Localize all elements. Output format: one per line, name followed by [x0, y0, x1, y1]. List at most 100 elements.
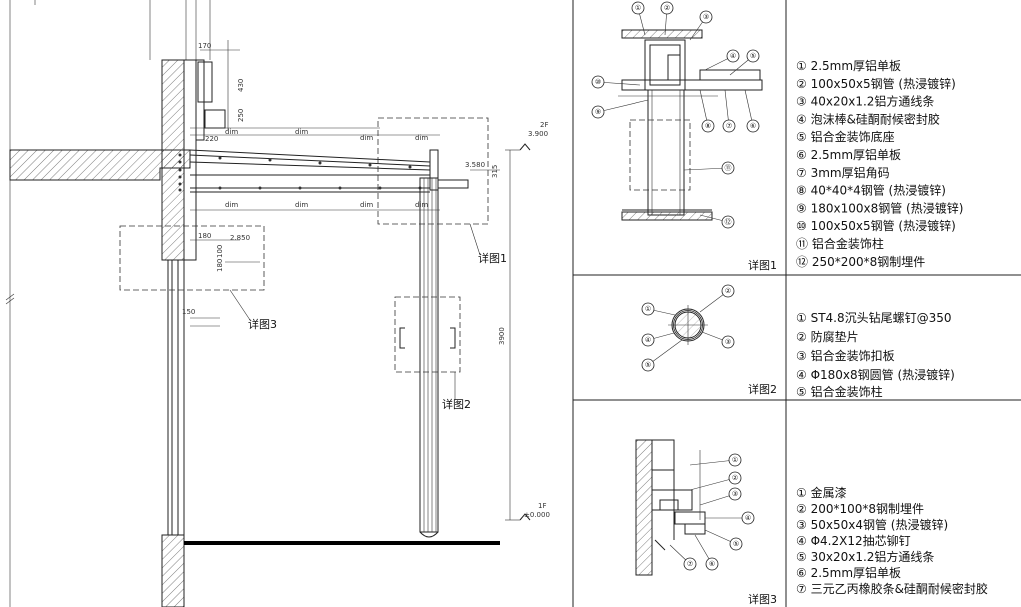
svg-text:③: ③: [732, 490, 738, 498]
svg-text:⑤: ⑤: [750, 52, 756, 60]
detail1-callout-circle: ③: [689, 10, 713, 41]
detail3-callout-circle: ⑦: [669, 544, 697, 571]
detail1-callout-circle: ②: [660, 1, 674, 36]
d2-item: ⑤ 铝合金装饰柱: [796, 384, 883, 399]
d3-item: ⑥ 2.5mm厚铝单板: [796, 565, 901, 580]
d2-item: ① ST4.8沉头钻尾螺钉@350: [796, 310, 952, 325]
detail3-callout-circle: ⑤: [704, 529, 743, 551]
d1-item: ① 2.5mm厚铝单板: [796, 58, 901, 73]
detail3-callout-circle: ②: [689, 471, 742, 491]
level-2f-label: 2F: [540, 121, 548, 129]
dim-220: 220: [205, 135, 218, 143]
detail3-callout-circle: ③: [699, 487, 742, 506]
callout-label-1: 详图1: [478, 251, 507, 265]
d3-item: ② 200*100*8钢制埋件: [796, 502, 924, 516]
dim-dim-h: dim: [415, 201, 428, 209]
detail1-callout-circle: ⑨: [591, 99, 649, 119]
detail3-callout-circle: ⑥: [694, 534, 719, 571]
detail-table: [572, 0, 1021, 607]
detail1-callout-circle: ⑫: [699, 214, 735, 229]
dim-250: 250: [237, 109, 245, 122]
svg-text:⑨: ⑨: [595, 108, 601, 116]
d1-item: ⑥ 2.5mm厚铝单板: [796, 147, 901, 162]
dim-100: 100: [216, 245, 224, 258]
callout-label-2: 详图2: [442, 397, 471, 411]
d1-item: ④ 泡沫棒&硅酮耐候密封胶: [796, 111, 940, 126]
callout-box-3: [119, 225, 265, 291]
wall-column: [161, 59, 185, 261]
svg-text:③: ③: [725, 338, 731, 346]
detail3-drawing: ① ② ③ ④ ⑤ ⑥ ⑦ 详图3: [635, 439, 777, 606]
svg-text:①: ①: [732, 456, 738, 464]
svg-text:⑦: ⑦: [687, 560, 693, 568]
detail2-callout-circle: ②: [699, 284, 735, 313]
callout-label-3: 详图3: [248, 317, 277, 331]
detail1-callout-circle: ⑩: [591, 75, 641, 89]
svg-text:⑥: ⑥: [709, 560, 715, 568]
dim-150: 150: [182, 308, 195, 316]
detail1-title: 详图1: [748, 258, 777, 272]
dim-dim-f: dim: [295, 201, 308, 209]
dim-dim-b: dim: [295, 128, 308, 136]
d3-item: ① 金属漆: [796, 485, 847, 500]
d1-item: ⑪ 铝合金装饰柱: [796, 236, 884, 251]
d1-item: ⑨ 180x100x8钢管 (热浸镀锌): [796, 200, 963, 215]
svg-text:②: ②: [725, 287, 731, 295]
dim-170: 170: [198, 42, 211, 50]
detail3-title: 详图3: [748, 592, 777, 606]
d3-item: ⑤ 30x20x1.2铝方通线条: [796, 549, 934, 564]
svg-text:④: ④: [645, 336, 651, 344]
svg-text:③: ③: [703, 13, 709, 21]
dim-180a: 180: [198, 232, 211, 240]
svg-text:⑩: ⑩: [595, 78, 601, 86]
svg-text:⑤: ⑤: [645, 361, 651, 369]
main-section: 2F 3.900 1F ±0.000 3900 170 430 250 220 …: [5, 0, 550, 607]
dim-dim-c: dim: [360, 134, 373, 142]
detail2-legend: ① ST4.8沉头钻尾螺钉@350 ② 防腐垫片 ③ 铝合金装饰扣板 ④ Φ18…: [796, 310, 955, 399]
height-dim: 3900: [498, 327, 506, 345]
d1-item: ⑤ 铝合金装饰底座: [796, 129, 895, 144]
ground-base: [161, 534, 185, 607]
detail2-callout-circle: ①: [641, 302, 676, 316]
dim-315: 315: [491, 165, 499, 178]
level-1f-value: ±0.000: [524, 511, 550, 519]
detail1-callout-circle: ⑧: [699, 89, 715, 133]
svg-text:①: ①: [645, 305, 651, 313]
d2-item: ② 防腐垫片: [796, 329, 859, 344]
svg-text:②: ②: [664, 4, 670, 12]
detail1-callout-circle: ⑪: [683, 161, 735, 175]
svg-text:④: ④: [745, 514, 751, 522]
callout-box-2: [394, 296, 461, 373]
detail3-callout-circle: ④: [705, 511, 755, 525]
svg-text:⑥: ⑥: [750, 122, 756, 130]
svg-text:⑦: ⑦: [726, 122, 732, 130]
svg-text:①: ①: [635, 4, 641, 12]
svg-text:⑪: ⑪: [725, 164, 732, 172]
detail2-callout-circle: ③: [701, 331, 735, 349]
d2-item: ③ 铝合金装饰扣板: [796, 348, 895, 363]
svg-text:④: ④: [730, 52, 736, 60]
d1-item: ② 100x50x5钢管 (热浸镀锌): [796, 76, 956, 91]
d1-item: ⑧ 40*40*4钢管 (热浸镀锌): [796, 183, 946, 198]
svg-text:⑧: ⑧: [705, 122, 711, 130]
callout-box-1: [377, 117, 489, 225]
dim-dim-d: dim: [415, 134, 428, 142]
d3-item: ④ Φ4.2X12抽芯铆钉: [796, 533, 911, 548]
svg-text:②: ②: [732, 474, 738, 482]
d1-item: ③ 40x20x1.2铝方通线条: [796, 94, 934, 109]
detail1-callout-circle: ①: [631, 1, 646, 36]
level-1f-label: 1F: [538, 502, 546, 510]
dim-180b: 180: [216, 259, 224, 272]
detail2-title: 详图2: [748, 382, 777, 396]
detail2-drawing: ① ② ③ ④ ⑤ 详图2: [641, 284, 777, 396]
detail2-callout-circle: ④: [641, 332, 675, 347]
d3-item: ③ 50x50x4钢管 (热浸镀锌): [796, 517, 948, 532]
detail1-callout-circle: ④: [704, 49, 740, 71]
d1-item: ⑦ 3mm厚铝角码: [796, 165, 890, 180]
svg-text:⑤: ⑤: [733, 540, 739, 548]
detail3-callout-circle: ①: [689, 453, 742, 467]
d1-item: ⑫ 250*200*8钢制埋件: [796, 255, 925, 269]
d2-item: ④ Φ180x8钢圆管 (热浸镀锌): [796, 367, 955, 382]
detail1-callout-circle: ⑥: [744, 89, 760, 133]
